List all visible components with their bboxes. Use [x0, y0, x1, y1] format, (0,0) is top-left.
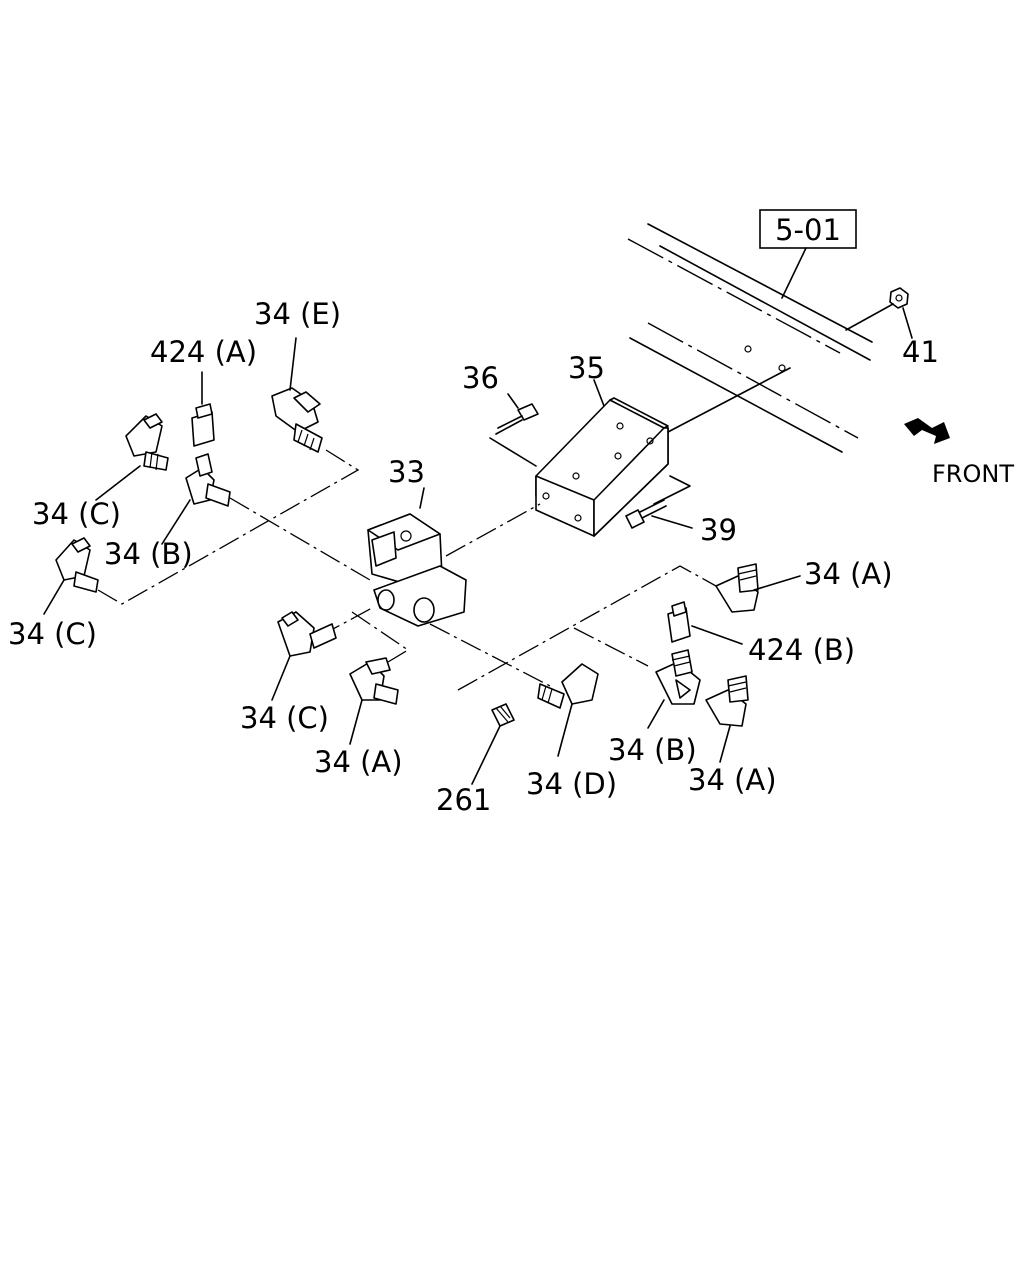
fitting-34b-right: 34 (B): [608, 649, 701, 767]
label-424a: 424 (A): [150, 335, 257, 369]
label-261: 261: [436, 783, 491, 817]
bolt-36: 36: [462, 361, 539, 435]
reference-box: 5-01: [759, 209, 857, 299]
connection-lines: [97, 449, 717, 691]
label-35: 35: [568, 351, 605, 385]
front-arrow-icon: FRONT: [904, 418, 1014, 488]
label-424b: 424 (B): [748, 633, 855, 667]
fitting-424a: 424 (A): [150, 335, 257, 447]
label-36: 36: [462, 361, 499, 395]
fitting-34b-left: 34 (B): [104, 453, 231, 571]
bolt-39: 39: [625, 499, 737, 547]
label-34e: 34 (E): [254, 297, 341, 331]
label-34b-2: 34 (B): [608, 733, 697, 767]
plug-261: 261: [436, 703, 515, 817]
fitting-34a-upper-right: 34 (A): [715, 557, 893, 613]
nut-41: 41: [845, 287, 939, 369]
fitting-34e: 34 (E): [254, 297, 341, 453]
label-41: 41: [902, 335, 939, 369]
label-33: 33: [388, 455, 425, 489]
fitting-34c-lower: 34 (C): [8, 537, 99, 651]
label-39: 39: [700, 513, 737, 547]
fitting-34d: 34 (D): [526, 663, 617, 801]
label-34a-3: 34 (A): [804, 557, 893, 591]
label-34b-1: 34 (B): [104, 537, 193, 571]
label-34c-1: 34 (C): [32, 497, 121, 531]
fitting-34c-upper: 34 (C): [32, 413, 169, 531]
bracket-35: 35: [489, 351, 791, 537]
reference-label: 5-01: [775, 213, 841, 247]
label-34a-2: 34 (A): [688, 763, 777, 797]
fitting-34a-center: 34 (A): [314, 657, 403, 779]
fitting-424b: 424 (B): [667, 601, 855, 667]
fitting-34c-center: 34 (C): [240, 611, 337, 735]
frame-rail: [627, 223, 873, 453]
label-34c-2: 34 (C): [8, 617, 97, 651]
label-34c-3: 34 (C): [240, 701, 329, 735]
front-label: FRONT: [932, 460, 1014, 488]
valve-33: 33: [367, 455, 467, 627]
label-34a-1: 34 (A): [314, 745, 403, 779]
label-34d: 34 (D): [526, 767, 617, 801]
fitting-34a-lower-right: 34 (A): [688, 675, 777, 797]
